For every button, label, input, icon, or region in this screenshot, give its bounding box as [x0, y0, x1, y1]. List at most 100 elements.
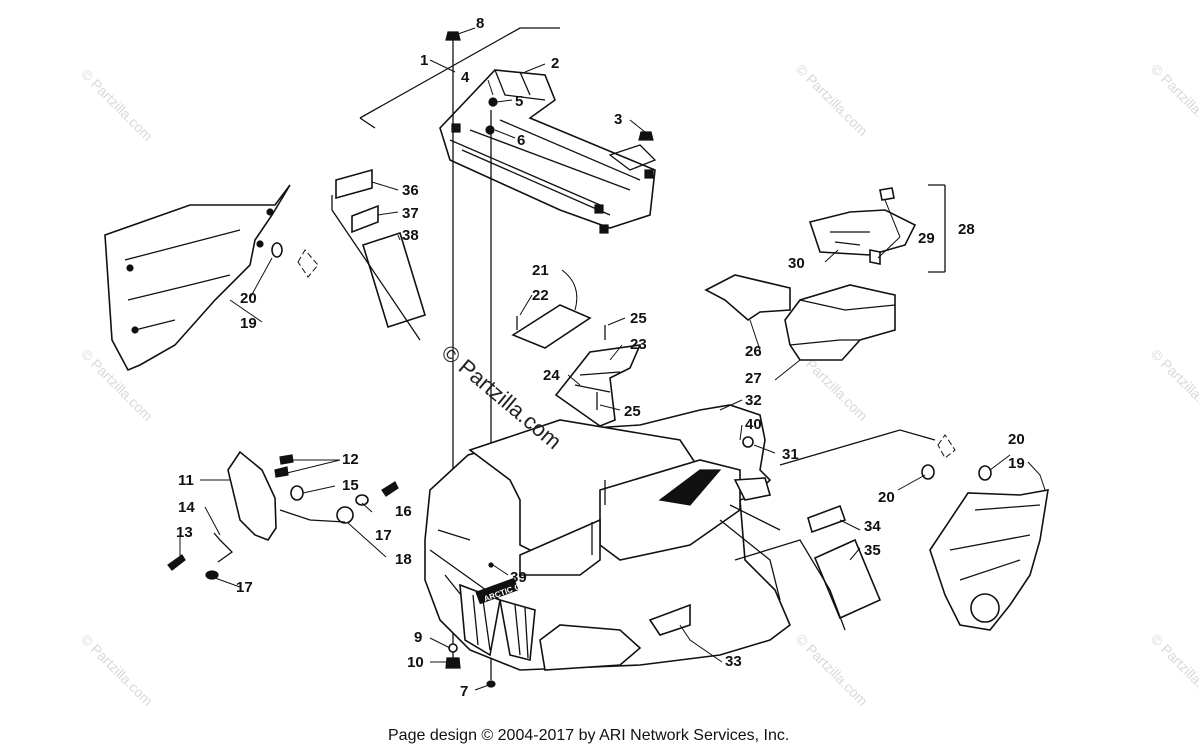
spring-14 [213, 532, 234, 563]
callout-13: 13 [176, 524, 193, 541]
callout-4: 4 [461, 69, 470, 86]
decal-35 [813, 538, 882, 620]
callout-9: 9 [414, 629, 422, 646]
rack-frame [439, 69, 656, 229]
grille-badge [475, 577, 519, 605]
watermark: © Partzilla.com [78, 631, 156, 709]
callout-33: 33 [725, 653, 742, 670]
nut-6 [485, 125, 495, 135]
center-watermark: © Partzilla.com [437, 340, 567, 454]
screw-12b [274, 466, 289, 478]
callout-5: 5 [515, 93, 523, 110]
callout-19-left: 19 [240, 315, 257, 332]
footer-credit: Page design © 2004-2017 by ARI Network S… [388, 727, 789, 744]
callout-3: 3 [614, 111, 622, 128]
headlight-assembly [167, 450, 399, 580]
bolt-16 [381, 481, 399, 497]
right-fender-panel [929, 489, 1049, 631]
leader-lines [179, 27, 1046, 691]
center-small-parts [511, 304, 642, 427]
callout-labels: 8 1 2 4 5 6 3 36 37 38 20 19 21 22 25 23… [176, 15, 1025, 700]
nut-10 [445, 657, 461, 669]
callout-28: 28 [958, 221, 975, 238]
callout-18: 18 [395, 551, 412, 568]
bolt-13 [167, 554, 186, 571]
rack-mount-point [451, 123, 461, 133]
headlight-left [539, 624, 642, 671]
callout-17-upper: 17 [375, 527, 392, 544]
right-side-panel [734, 429, 1049, 631]
grommet-15 [290, 485, 304, 501]
callout-15: 15 [342, 477, 359, 494]
washer-17-upper [355, 494, 369, 506]
callout-20-left: 20 [240, 290, 257, 307]
callout-26: 26 [745, 343, 762, 360]
callout-17-lower: 17 [236, 579, 253, 596]
cover-24 [554, 344, 642, 427]
callout-2: 2 [551, 55, 559, 72]
callout-20-right-b: 20 [1008, 431, 1025, 448]
latch-29-lower [869, 249, 881, 265]
grommet-20-right-a [921, 464, 935, 480]
storage-box-assembly [704, 184, 946, 361]
callout-22: 22 [532, 287, 549, 304]
headlight-right [648, 603, 691, 636]
callout-36: 36 [402, 182, 419, 199]
center-cowl [519, 518, 601, 576]
group-bracket-line [359, 27, 560, 119]
storage-insert-26 [704, 274, 791, 322]
nut-7 [486, 680, 496, 688]
grommet-31 [742, 436, 754, 448]
callout-35: 35 [864, 542, 881, 559]
callout-14: 14 [178, 499, 195, 516]
callout-11: 11 [178, 472, 194, 489]
callout-27: 27 [745, 370, 762, 387]
rack-nut-3 [638, 131, 654, 141]
left-side-panel [104, 184, 319, 372]
watermark: © Partzilla.com [793, 61, 871, 139]
callout-25-upper: 25 [630, 310, 647, 327]
callout-24: 24 [543, 367, 560, 384]
callout-34: 34 [864, 518, 881, 535]
mount-bracket-40 [733, 477, 772, 501]
callout-40: 40 [745, 416, 762, 433]
callout-39: 39 [510, 569, 527, 586]
callout-8: 8 [476, 15, 484, 32]
callout-19-right: 19 [1008, 455, 1025, 472]
latch-29-upper [879, 187, 895, 201]
callout-37: 37 [402, 205, 419, 222]
callout-6: 6 [517, 132, 525, 149]
callout-12: 12 [342, 451, 359, 468]
watermark: © Partzilla.com [1148, 61, 1200, 139]
bolt-head-8 [445, 31, 461, 41]
headlight-lens-11 [227, 450, 277, 541]
front-body-fender: ARCTIC CAT ARCTIC CAT [424, 404, 791, 671]
washer-17-lower [205, 570, 219, 580]
callout-16: 16 [395, 503, 412, 520]
dashed-mount-right [937, 434, 956, 459]
screw-12a [279, 454, 294, 465]
watermark: © Partzilla.com [78, 66, 156, 144]
callout-30: 30 [788, 255, 805, 272]
callout-10: 10 [407, 654, 424, 671]
watermark: © Partzilla.com [1148, 346, 1200, 424]
cat-logo-mark [658, 469, 722, 506]
grommet-20-left [271, 242, 283, 258]
decal-set-left [331, 168, 426, 341]
washer-5 [488, 97, 498, 107]
callout-1: 1 [420, 52, 428, 69]
decal-38 [362, 231, 426, 329]
washer-9 [448, 643, 458, 653]
callout-29: 29 [918, 230, 935, 247]
callout-21: 21 [532, 262, 549, 279]
right-panel-opening [970, 593, 1000, 623]
callout-31: 31 [782, 446, 799, 463]
watermark: © Partzilla.com [793, 631, 871, 709]
dashed-mount-left [297, 249, 319, 278]
callout-20-right-a: 20 [878, 489, 895, 506]
left-fender-panel [104, 184, 291, 372]
decal-34 [807, 504, 847, 534]
storage-box-27 [784, 284, 896, 361]
